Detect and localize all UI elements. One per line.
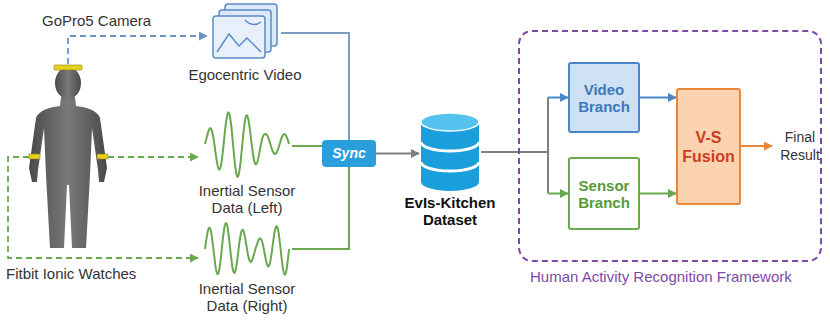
node-label: V-S Fusion [682,128,735,166]
node-label: Egocentric Video [175,66,315,83]
connector-line [481,152,548,194]
node-label: Sensor Branch [574,177,634,211]
watch-band [97,154,108,159]
connector [376,153,419,154]
video-source: Egocentric Video [175,2,315,83]
watch-link [108,156,198,158]
connector [292,167,349,249]
node-label: Sync [332,145,365,162]
person-figure [29,65,108,248]
connector-line [548,193,568,195]
connector-line [281,33,349,140]
watch-band [29,154,40,159]
video-icon [209,2,281,64]
connector-line [640,97,676,99]
camera-headband [54,65,82,70]
connector [281,33,349,140]
camera-link [68,36,207,64]
person-head [55,67,81,99]
connector-line [292,145,322,147]
database-icon [419,112,481,192]
process-box: V-S Fusion [676,88,741,205]
signal-waveform [202,220,292,278]
dataset-node: EvIs-Kitchen Dataset [396,112,504,228]
output-arrow [738,145,772,147]
connector [292,146,322,147]
connector-line [481,98,548,153]
device-label: GoPro5 Camera [42,12,151,29]
signal-waveform [202,108,292,180]
sensor-source: Inertial Sensor Data (Left) [182,108,312,216]
connector [481,152,568,194]
process-box: Video Branch [568,62,640,133]
connector-line [292,167,349,249]
region-title: Human Activity Recognition Framework [530,268,792,285]
node-label: Video Branch [574,81,634,115]
node-label: EvIs-Kitchen Dataset [396,194,504,228]
process-box: Sensor Branch [568,157,640,230]
node-label: Inertial Sensor Data (Left) [182,182,312,216]
sync-box: Sync [322,140,376,167]
connector [640,193,676,194]
output-label: Final Result [776,128,824,164]
connector-line [640,193,676,195]
connector-line [548,97,568,99]
person-body [29,97,107,248]
sensor-source: Inertial Sensor Data (Right) [182,220,312,314]
connector [640,97,676,98]
device-label: Fitbit Ionic Watches [6,265,136,282]
watch-link [8,157,198,258]
connector [481,98,568,153]
framework-region: Human Activity Recognition FrameworkVide… [518,30,822,262]
node-label: Inertial Sensor Data (Right) [182,280,312,314]
connector-line [376,153,419,155]
